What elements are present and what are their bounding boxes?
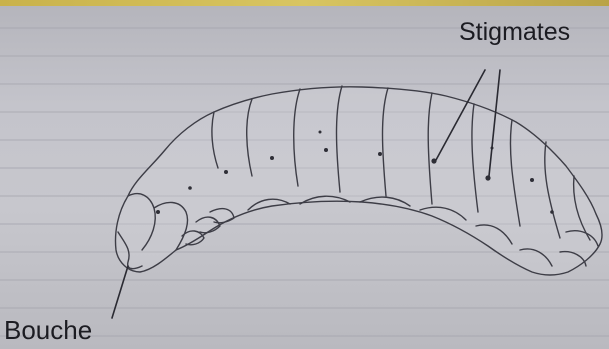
spiracle-dot [324, 148, 328, 152]
spiracle-dot [378, 152, 382, 156]
spiracle-dot [188, 186, 192, 190]
mouth-label: Bouche [4, 317, 92, 343]
spiracle-dot [319, 131, 322, 134]
spiracle-dot [530, 178, 534, 182]
spiracle-dot [224, 170, 228, 174]
spiracle-dot [156, 210, 160, 214]
spiracle-dot [485, 175, 490, 180]
larva-outline [116, 87, 603, 275]
spiracle-dot [270, 156, 274, 160]
spiracle-dot [550, 210, 554, 214]
spiracles-label: Stigmates [459, 20, 570, 45]
mouth-leader-line [112, 266, 128, 318]
larva-body [116, 86, 603, 275]
